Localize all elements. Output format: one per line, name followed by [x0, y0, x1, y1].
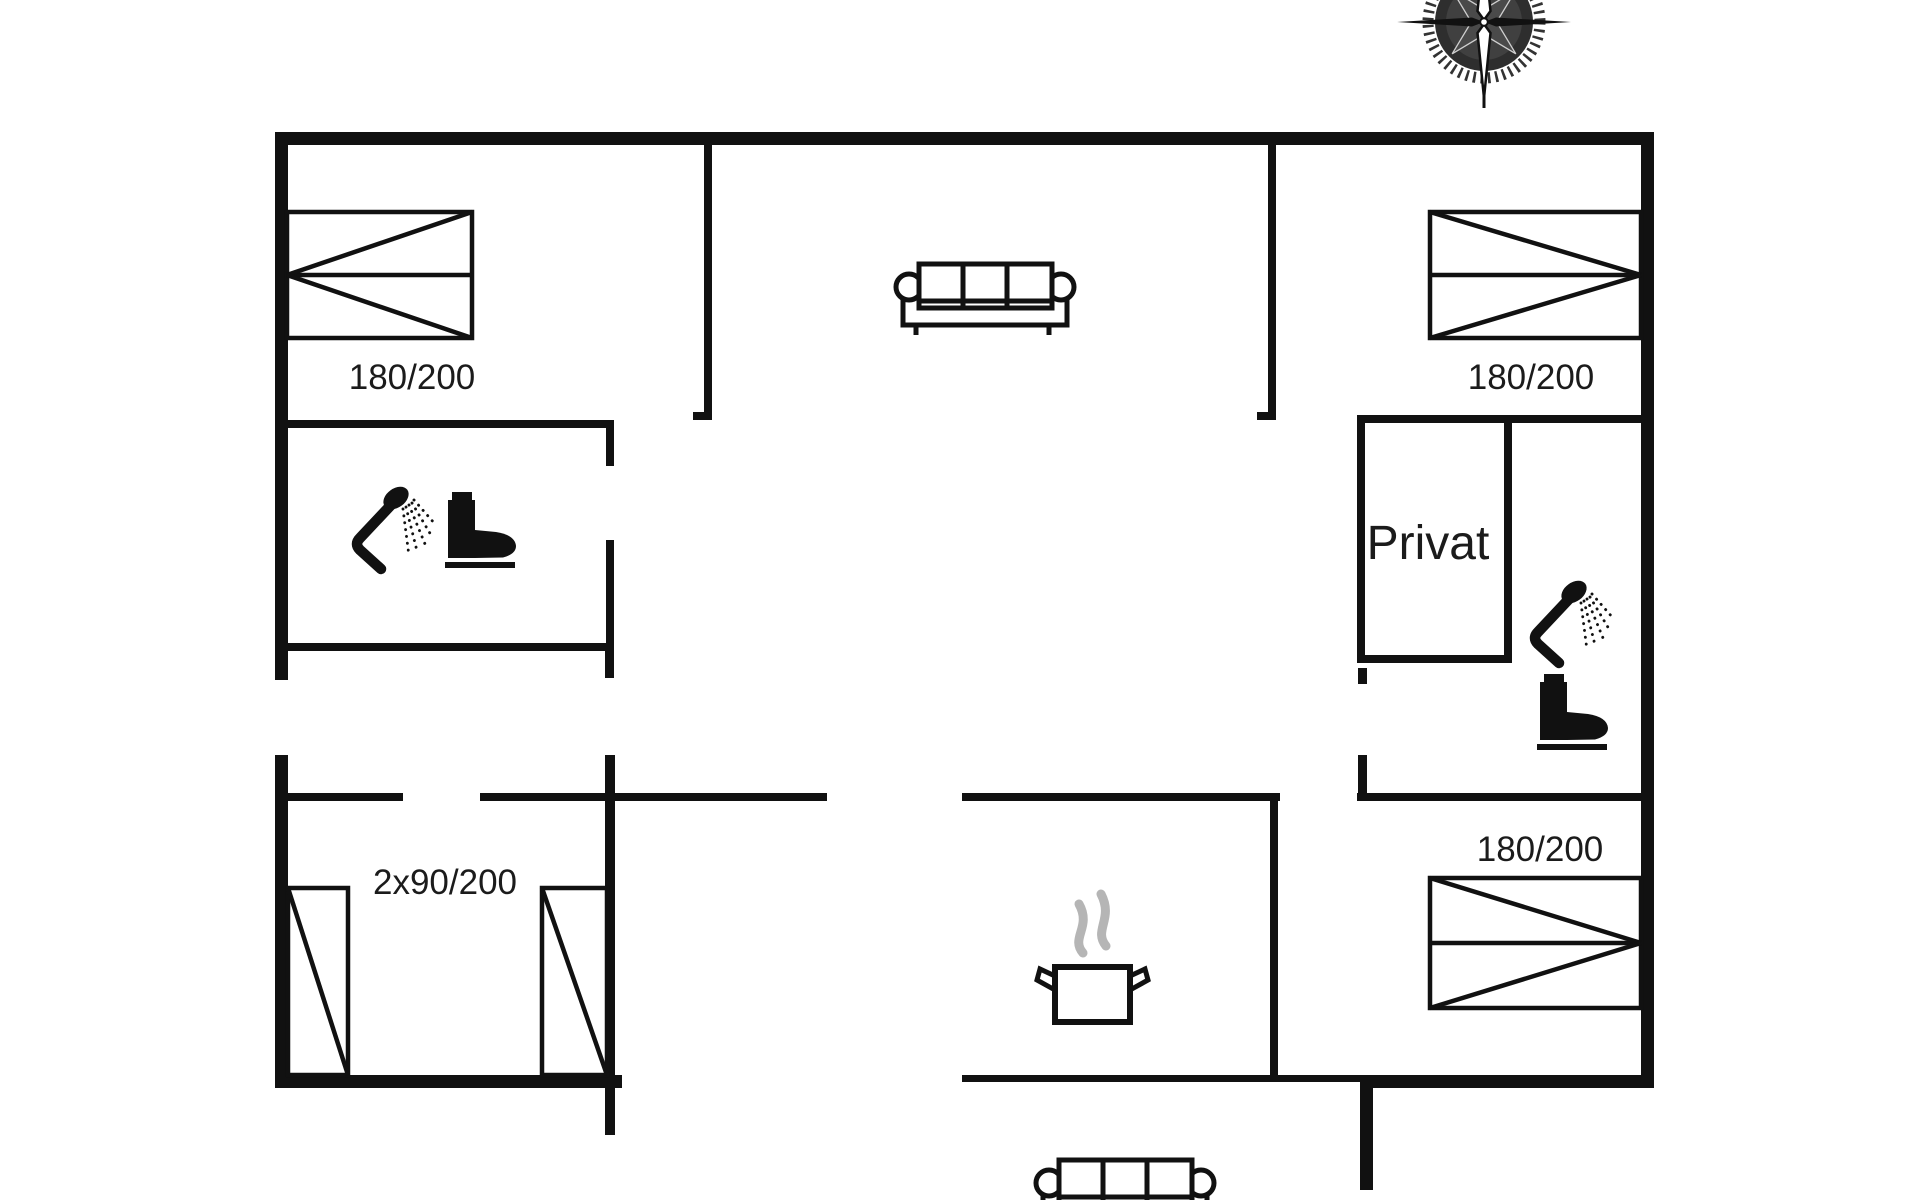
- compass-rose-icon: [1397, 0, 1571, 108]
- bathroom1-wall-right-b: [606, 540, 614, 651]
- bathroom1-wall-bottom: [288, 643, 614, 651]
- bedroom3-wall-top-a: [288, 793, 403, 801]
- wall-right: [1641, 132, 1654, 1088]
- bed-top-right: [1427, 209, 1644, 341]
- wall-top: [275, 132, 1654, 145]
- wall-divider-top-right: [1268, 145, 1276, 419]
- privat-wall-right: [1504, 420, 1512, 663]
- kitchen-wall-top: [962, 793, 1280, 801]
- label-bed-bottom-right: 180/200: [1477, 830, 1604, 869]
- interior-walls: [288, 145, 1641, 1135]
- privat-wall-bottom: [1357, 655, 1512, 663]
- bathroom1-wall-top: [288, 420, 613, 428]
- bathroom2-wall-top: [1357, 415, 1641, 423]
- wall-terrace-stub-right: [1360, 1075, 1373, 1190]
- label-private-room: Privat: [1367, 517, 1490, 570]
- bathroom2-wall-left-stub1: [1358, 668, 1367, 684]
- bathroom1-wall-right-a: [606, 420, 614, 466]
- bedroom4-wall-top: [1357, 793, 1641, 801]
- label-beds-bottom-left: 2x90/200: [373, 863, 517, 902]
- kitchen-wall-right: [1270, 793, 1278, 1082]
- wall-bottom-left: [275, 1075, 622, 1088]
- single-bed-left: [285, 885, 351, 1078]
- single-bed-right: [539, 885, 610, 1078]
- kitchen-wall-bottom: [962, 1075, 1360, 1082]
- sofa-living-room: [896, 264, 1074, 335]
- entry-wall-stub: [605, 651, 614, 678]
- labels: 180/200 180/200 180/200 2x90/200 Privat: [349, 358, 1604, 902]
- bed-top-left: [284, 209, 475, 341]
- wall-bottom-right: [1360, 1075, 1654, 1088]
- bedroom3-wall-top-b: [480, 793, 827, 801]
- wall-left-lower: [275, 755, 288, 1088]
- label-bed-top-left: 180/200: [349, 358, 476, 397]
- terrace-divider-left: [605, 755, 615, 1135]
- steam-icon: [1074, 889, 1111, 958]
- bed-bottom-right: [1427, 875, 1644, 1011]
- label-bed-top-right: 180/200: [1468, 358, 1595, 397]
- wall-divider-top-left: [704, 145, 712, 419]
- sofa-terrace: [1036, 1160, 1214, 1200]
- privat-wall-left: [1357, 420, 1365, 663]
- bathroom2-wall-left-stub2: [1358, 755, 1367, 793]
- cooking-pot-icon: [1034, 889, 1151, 1025]
